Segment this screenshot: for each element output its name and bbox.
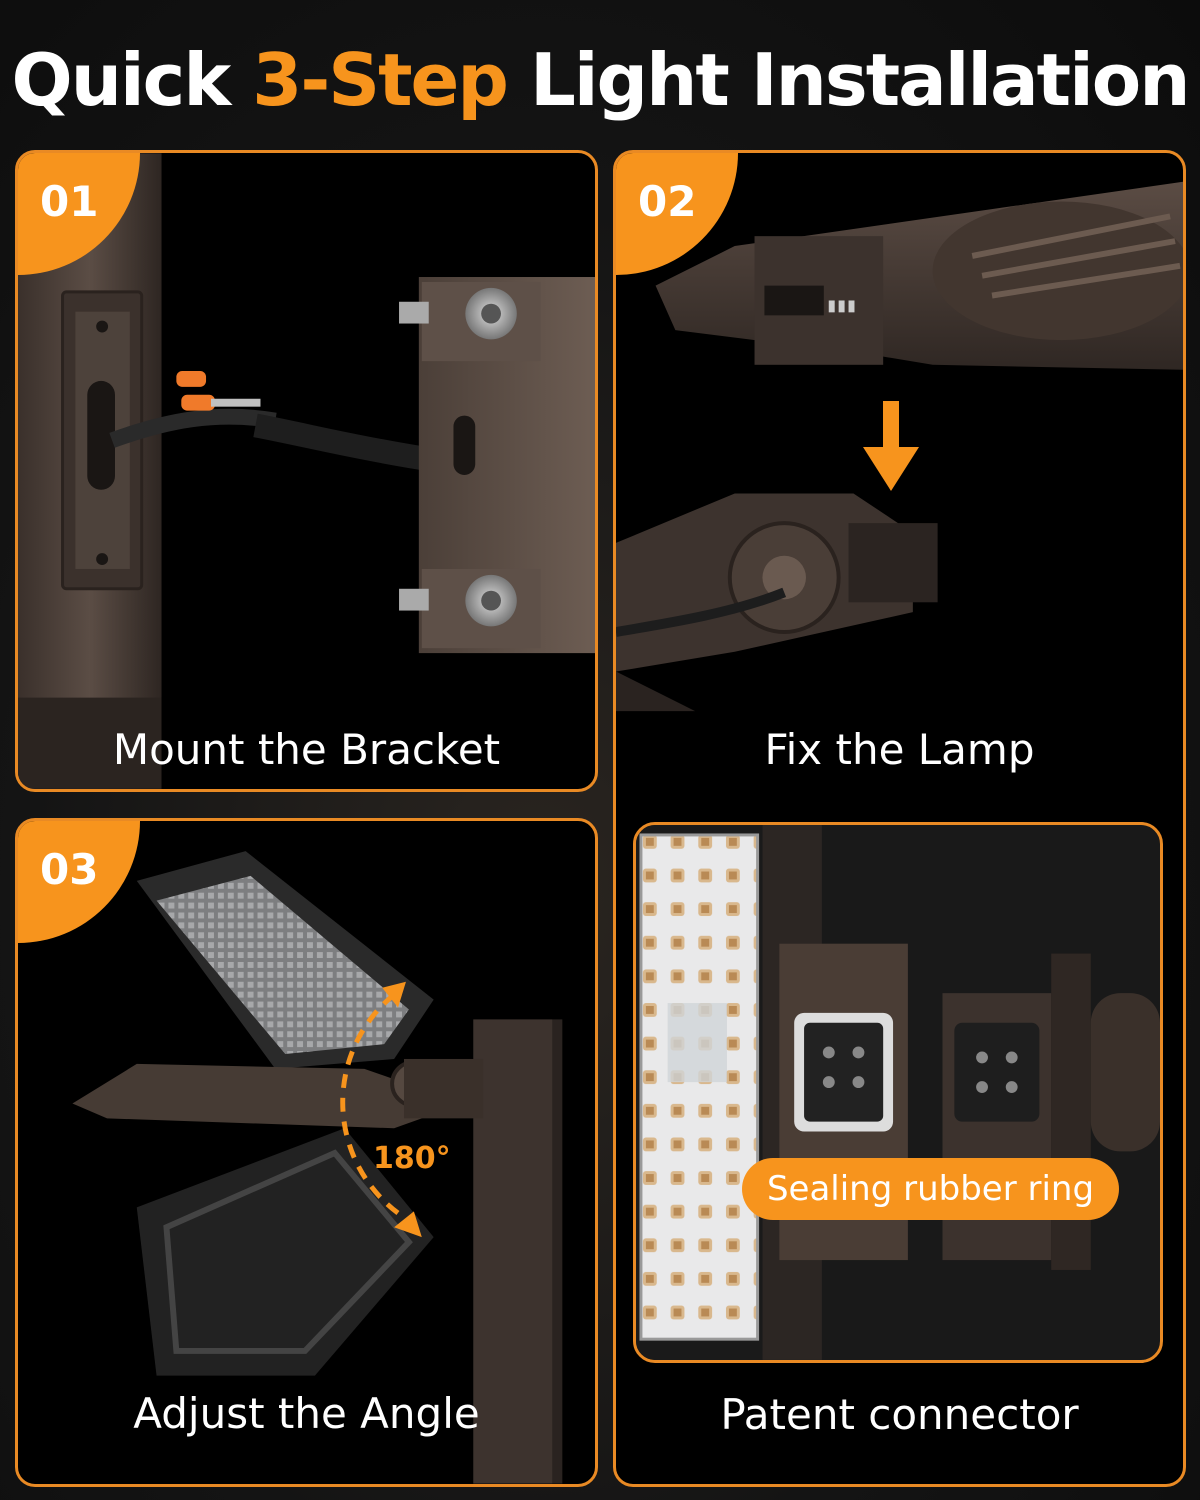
- step-3-panel: 180° 03 Adjust the Angle: [15, 818, 598, 1487]
- page-title: Quick 3-Step Light Installation: [0, 38, 1200, 122]
- title-highlight: 3-Step: [252, 38, 509, 122]
- step-2-number: 02: [638, 177, 697, 226]
- bracket-illustration: [18, 153, 595, 789]
- step-3-badge: 03: [18, 821, 140, 943]
- step-1-number: 01: [40, 177, 99, 226]
- detail-caption: Patent connector: [720, 1390, 1079, 1439]
- rotation-arc-icon: [340, 981, 422, 1238]
- title-part-1: Quick: [11, 38, 253, 122]
- lamp-illustration: [616, 181, 1183, 712]
- step-3-number: 03: [40, 845, 99, 894]
- connector-illustration: [636, 825, 1160, 1360]
- step-2-caption: Fix the Lamp: [764, 725, 1035, 774]
- title-part-2: Light Installation: [506, 38, 1191, 122]
- step-1-panel: 01 Mount the Bracket: [15, 150, 598, 792]
- angle-label: 180°: [373, 1141, 451, 1176]
- arrow-down-icon: [863, 401, 919, 491]
- connector-detail-panel: [633, 822, 1163, 1363]
- sealing-ring-tag: Sealing rubber ring: [742, 1158, 1119, 1220]
- step-1-caption: Mount the Bracket: [112, 725, 501, 774]
- angle-illustration: [72, 851, 563, 1484]
- step-3-caption: Adjust the Angle: [133, 1389, 480, 1438]
